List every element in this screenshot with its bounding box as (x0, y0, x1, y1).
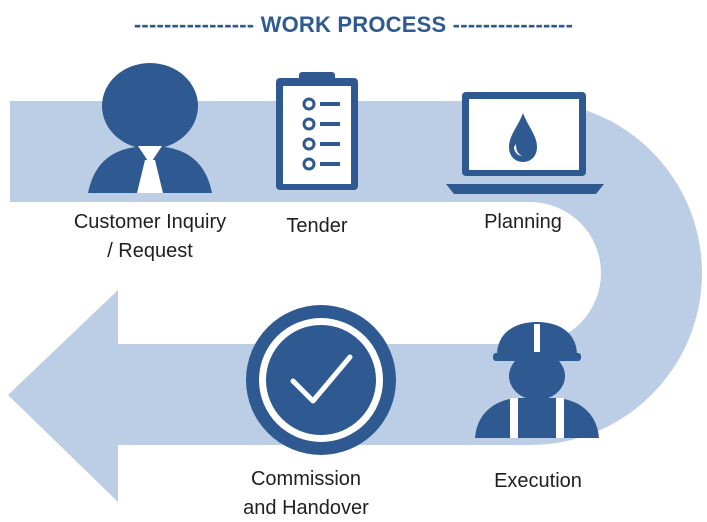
step-label-line: Commission (250, 468, 362, 490)
step-label-execution: Execution (480, 467, 596, 496)
page-title: ---------------- WORK PROCESS ----------… (133, 12, 574, 37)
worker-hardhat-icon (475, 322, 599, 438)
step-label-line: / Request (107, 240, 193, 262)
step-label-line: and Handover (243, 497, 369, 519)
step-label-line: Customer Inquiry (73, 211, 227, 233)
step-label-line: Execution (494, 470, 582, 492)
step-label-line: Tender (286, 215, 348, 237)
person-icon (88, 63, 212, 193)
step-label-tender: Tender (267, 212, 367, 241)
step-label-commission-handover: Commission and Handover (228, 465, 384, 522)
step-label-planning: Planning (468, 208, 578, 237)
step-label-customer-inquiry: Customer Inquiry / Request (48, 208, 252, 266)
checkmark-circle-icon (246, 305, 396, 455)
clipboard-icon (276, 72, 358, 190)
laptop-drop-icon (446, 92, 604, 194)
step-label-line: Planning (484, 211, 562, 233)
